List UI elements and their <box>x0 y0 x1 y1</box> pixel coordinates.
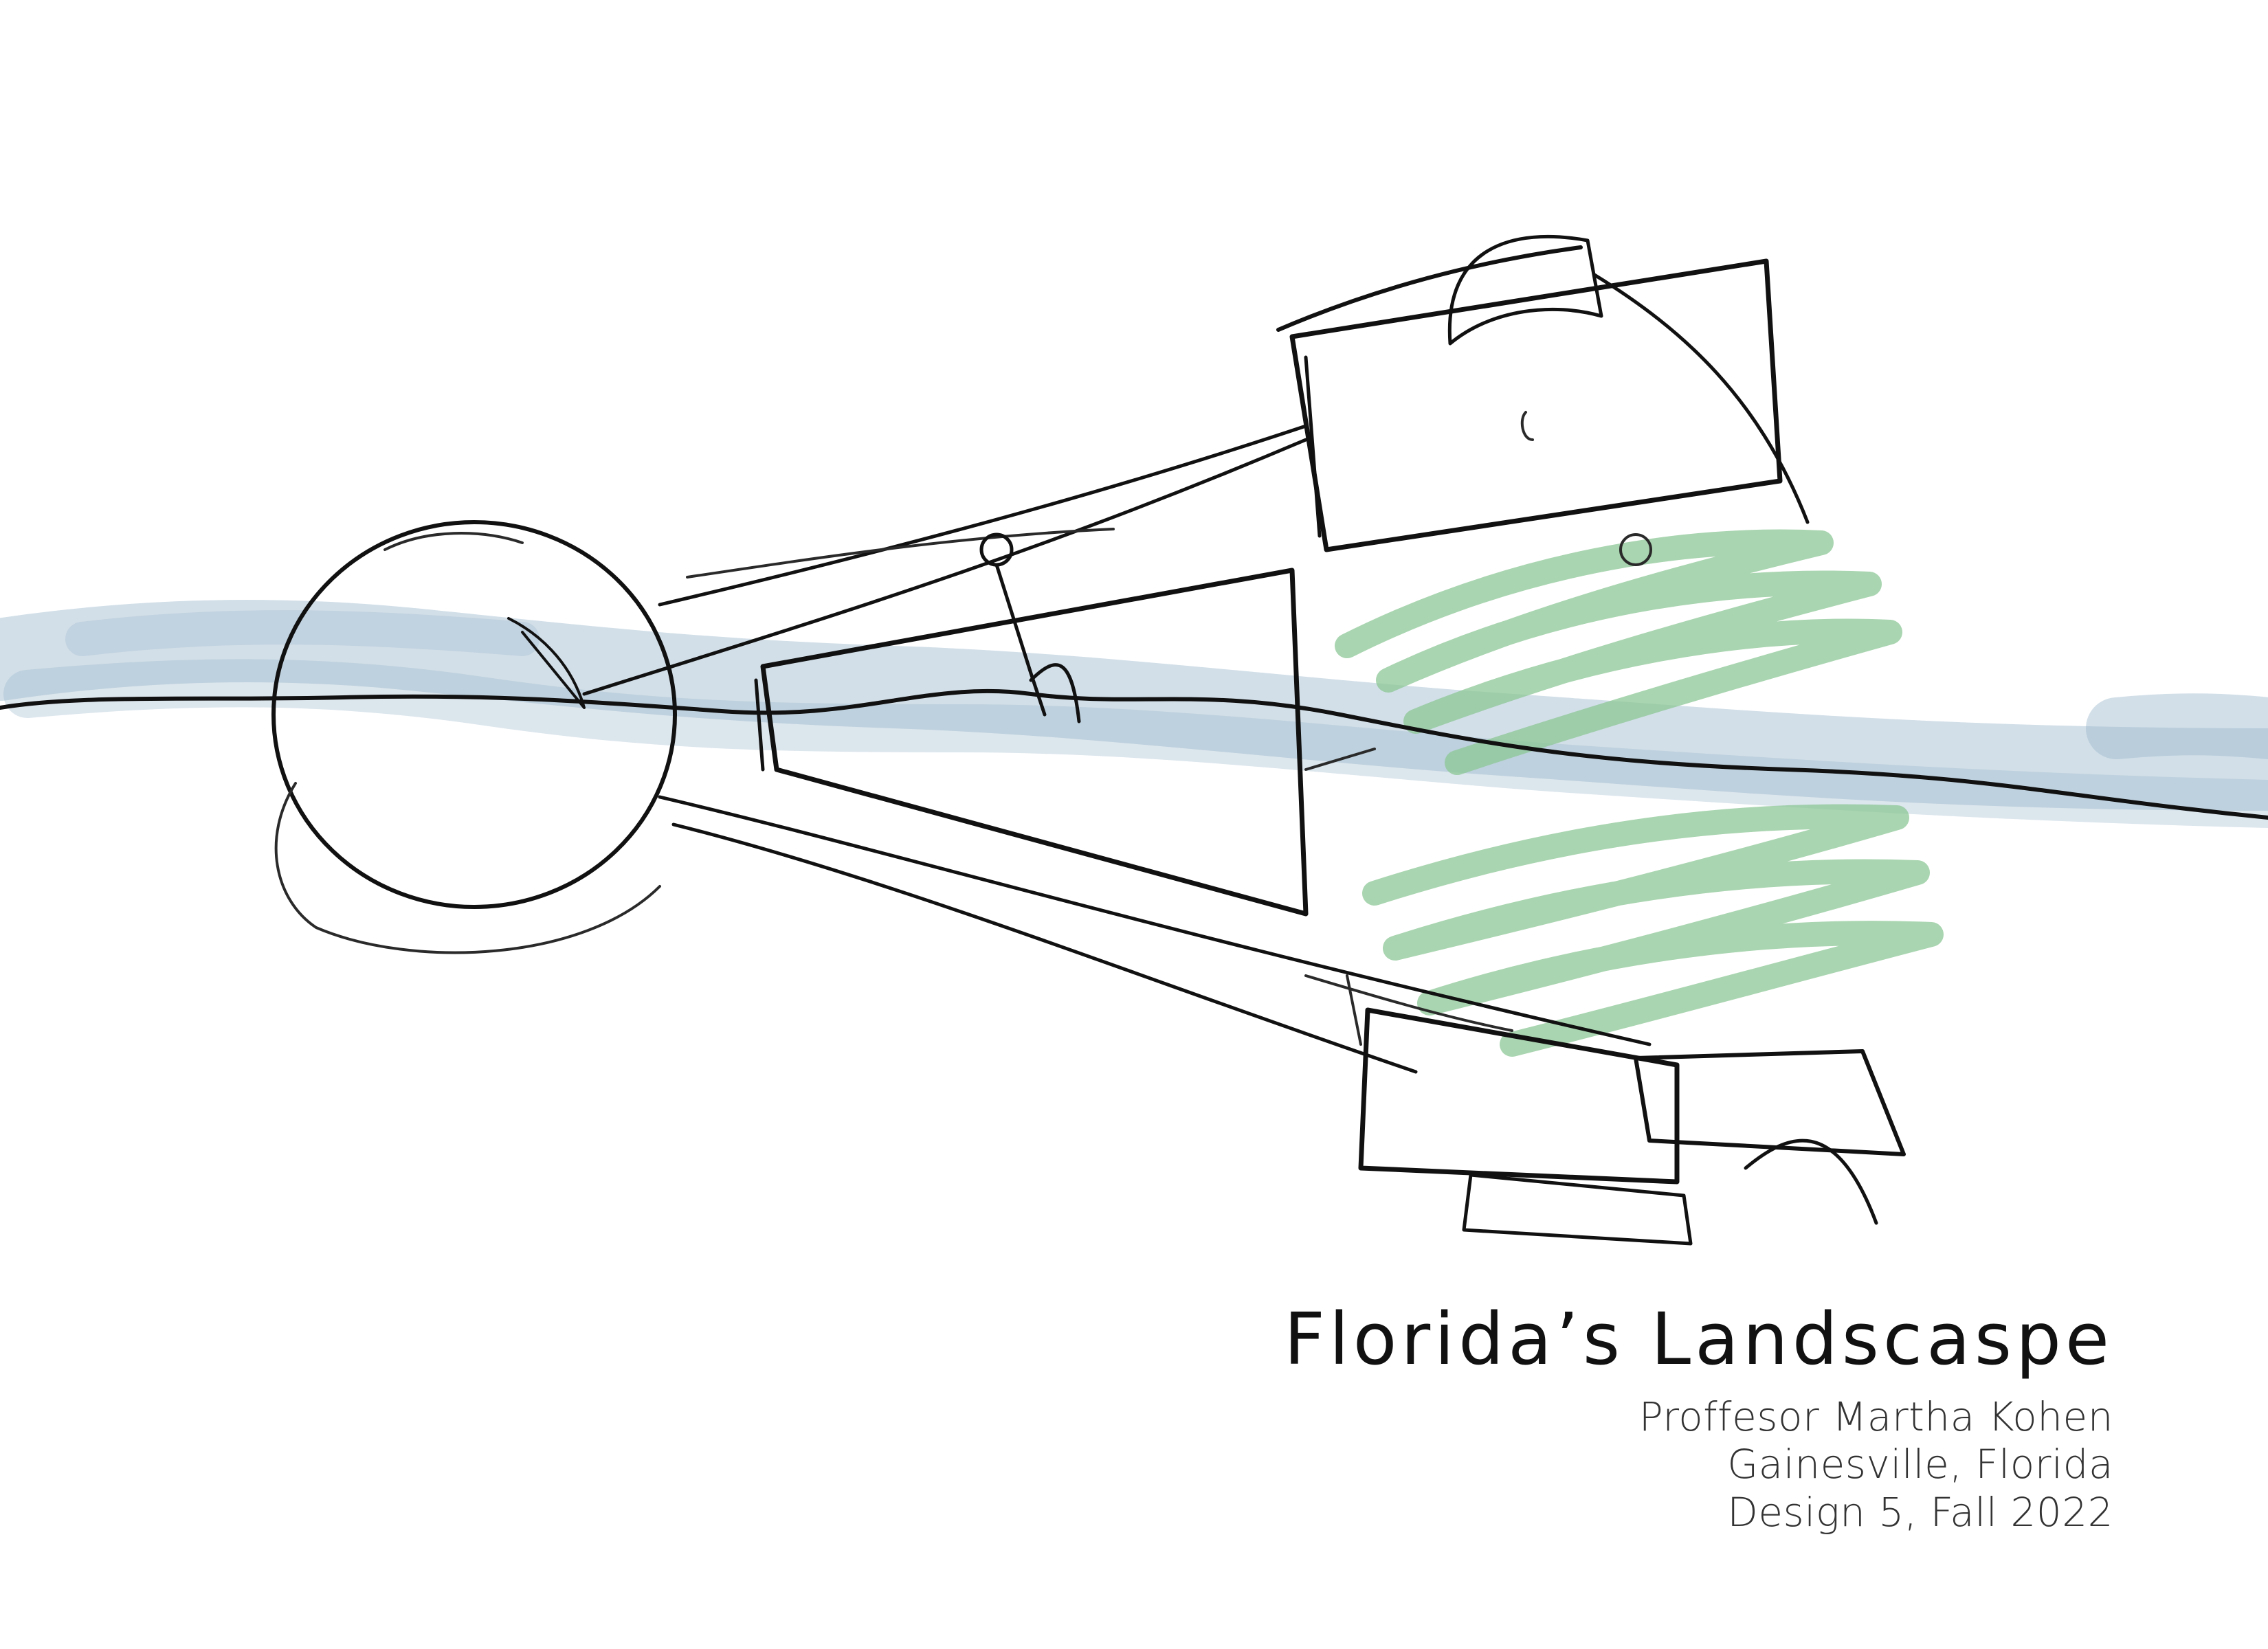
title-block: Florida’s Landscaspe Proffesor Martha Ko… <box>1284 1299 2113 1536</box>
course-line: Design 5, Fall 2022 <box>1284 1489 2113 1537</box>
professor-line: Proffesor Martha Kohen <box>1284 1393 2113 1442</box>
top-building <box>1278 236 1808 565</box>
grass-hatch-lower <box>1375 816 1931 1044</box>
project-title: Florida’s Landscaspe <box>1284 1299 2113 1381</box>
location-line: Gainesville, Florida <box>1284 1441 2113 1489</box>
